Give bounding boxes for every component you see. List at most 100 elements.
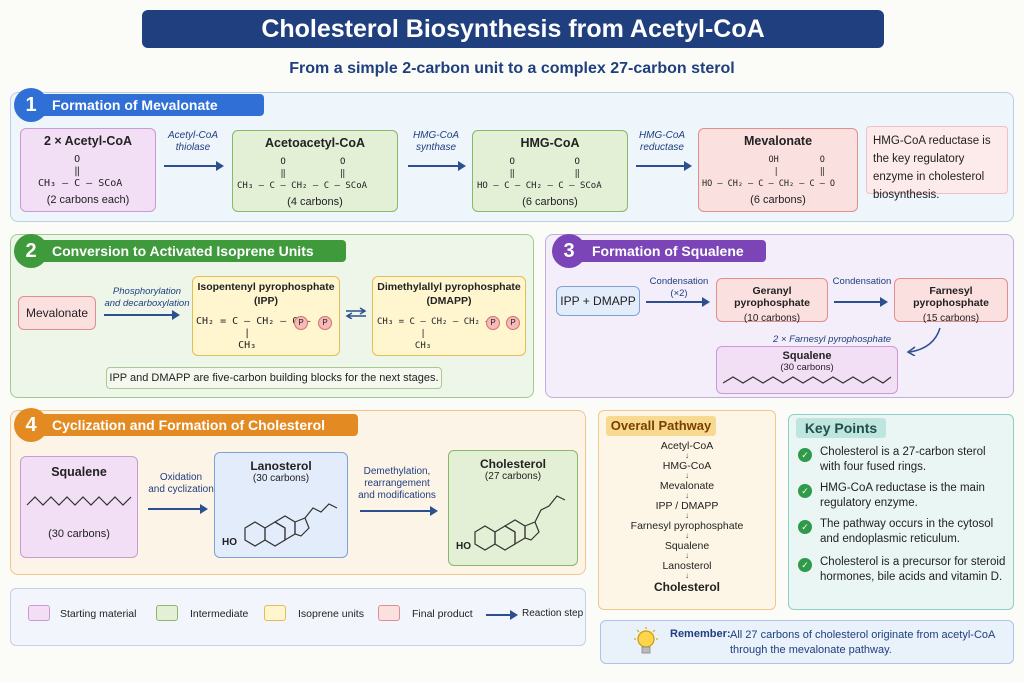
section-4-badge: 4 — [14, 408, 48, 442]
page-title: Cholesterol Biosynthesis from Acetyl-CoA — [142, 10, 884, 48]
legend-swatch-final-product — [378, 605, 400, 621]
hmg-coa-formula: O O ‖ ‖ HO — C — CH₂ — C — SCoA — [477, 157, 602, 191]
lanosterol-carbons: (30 carbons) — [252, 473, 310, 484]
acetyl-coa-box: 2 × Acetyl-CoA O ‖ CH₃ — C — SCoA (2 car… — [20, 128, 156, 212]
cholesterol-structure — [474, 495, 566, 551]
legend-panel — [10, 588, 586, 646]
farnesyl-pp-name: Farnesyl pyrophosphate — [913, 285, 989, 309]
lightbulb-icon — [632, 626, 660, 658]
overall-pathway-title: Overall Pathway — [606, 416, 716, 436]
farnesyl-pp-carbons: (15 carbons) — [922, 313, 980, 324]
acetoacetyl-coa-box: Acetoacetyl-CoA O O ‖ ‖ CH₃ — C — CH₂ — … — [232, 130, 398, 212]
pathway-step: IPP / DMAPP — [655, 500, 719, 512]
ipp-dmapp-box: IPP + DMAPP — [556, 286, 640, 316]
page-subtitle: From a simple 2-carbon unit to a complex… — [289, 60, 735, 77]
ipp-box: Isopentenyl pyrophosphate (IPP) CH₂ = C … — [192, 276, 340, 356]
phosphorylation-label: Phosphorylation and decarboxylation — [104, 286, 190, 309]
mevalonate-box: Mevalonate OH O | ‖ HO — CH₂ — C — CH₂ —… — [698, 128, 858, 212]
phosphate-p: P — [486, 316, 500, 330]
legend-label: Reaction step — [522, 608, 584, 619]
hmg-coa-name: HMG-CoA — [520, 136, 580, 150]
acetoacetyl-coa-carbons: (4 carbons) — [287, 196, 343, 208]
legend-swatch-starting-material — [28, 605, 50, 621]
cholesterol-name: Cholesterol — [479, 457, 546, 471]
section-4-title: Cyclization and Formation of Cholesterol — [30, 414, 358, 436]
section-1-title: Formation of Mevalonate — [30, 94, 264, 116]
pathway-step-final: Cholesterol — [653, 580, 720, 594]
key-points-panel — [788, 414, 1014, 610]
pathway-step: Acetyl-CoA — [660, 440, 714, 452]
squalene-chain-structure — [26, 496, 132, 506]
reaction-arrow — [834, 297, 888, 307]
reaction-arrow — [164, 161, 224, 171]
overall-pathway-steps: Acetyl-CoA ↓ HMG-CoA ↓ Mevalonate ↓ IPP … — [598, 440, 776, 594]
section-3-badge: 3 — [552, 234, 586, 268]
squalene-carbons-s3: (30 carbons) — [780, 362, 834, 373]
reaction-arrow — [636, 161, 692, 171]
down-arrow-icon: ↓ — [685, 511, 689, 520]
acetyl-coa-thiolase-label: Acetyl-CoA thiolase — [167, 130, 218, 153]
reaction-arrow — [408, 161, 466, 171]
down-arrow-icon: ↓ — [685, 471, 689, 480]
section-3-title: Formation of Squalene — [570, 240, 766, 262]
pathway-step: Lanosterol — [662, 560, 712, 572]
curved-arrow-to-squalene — [900, 326, 950, 357]
ipp-name: Isopentenyl pyrophosphate (IPP) — [197, 281, 335, 307]
isoprene-note: IPP and DMAPP are five-carbon building b… — [106, 367, 442, 389]
dmapp-methyl: | CH₃ — [414, 329, 432, 351]
ipp-methyl: | CH₃ — [238, 328, 257, 351]
cholesterol-ho: HO — [456, 541, 471, 552]
hmg-coa-box: HMG-CoA O O ‖ ‖ HO — C — CH₂ — C — SCoA … — [472, 130, 628, 212]
pathway-step: Mevalonate — [659, 480, 715, 492]
lanosterol-structure — [244, 503, 338, 547]
overall-pathway-panel — [598, 410, 776, 610]
farnesyl-pp-box: Farnesyl pyrophosphate (15 carbons) — [894, 278, 1008, 324]
phosphate-p: P — [318, 316, 332, 330]
legend-label: Starting material — [60, 608, 137, 620]
oxidation-cyclization-label: Oxidation and cyclization — [148, 472, 214, 495]
checkmark-icon: ✓ — [798, 484, 812, 498]
key-point: Cholesterol is a precursor for steroid h… — [820, 556, 1006, 583]
reaction-arrow — [646, 297, 710, 307]
lanosterol-name: Lanosterol — [250, 459, 312, 473]
hmg-coa-synthase-label: HMG-CoA synthase — [412, 130, 460, 153]
phosphate-p: P — [294, 316, 308, 330]
acetoacetyl-coa-name: Acetoacetyl-CoA — [264, 136, 366, 150]
down-arrow-icon: ↓ — [685, 531, 689, 540]
acetyl-coa-formula: O ‖ CH₃ — C — SCoA — [38, 154, 123, 189]
dmapp-box: Dimethylallyl pyrophosphate (DMAPP) CH₃ … — [372, 276, 526, 356]
checkmark-icon: ✓ — [798, 558, 812, 572]
key-points-title: Key Points — [796, 418, 886, 438]
pathway-step: Squalene — [664, 540, 710, 552]
mevalonate-name: Mevalonate — [743, 134, 813, 148]
condensation-label: Condensation — [832, 276, 892, 287]
legend-label: Final product — [412, 608, 473, 620]
squalene-chain-structure — [722, 376, 892, 384]
key-point: The pathway occurs in the cytosol and en… — [820, 518, 994, 545]
ipp-formula: CH₂ = C — CH₂ — O — — [196, 316, 311, 327]
section-2-title: Conversion to Activated Isoprene Units — [30, 240, 346, 262]
demethylation-label: Demethylation, rearrangement and modific… — [358, 466, 436, 501]
remember-label: Remember: — [670, 628, 731, 640]
lanosterol-box: Lanosterol (30 carbons) — [214, 452, 348, 558]
remember-panel — [600, 620, 1014, 664]
geranyl-pp-name: Geranyl pyrophosphate — [734, 285, 810, 309]
down-arrow-icon: ↓ — [685, 551, 689, 560]
squalene-name-s3: Squalene — [782, 350, 832, 362]
reaction-arrow — [148, 504, 208, 514]
reaction-arrow — [104, 310, 180, 320]
squalene-box-s3: Squalene (30 carbons) — [716, 346, 898, 394]
remember-text: All 27 carbons of cholesterol originate … — [730, 629, 995, 656]
acetyl-coa-name: 2 × Acetyl-CoA — [43, 134, 133, 148]
pathway-step: Farnesyl pyrophosphate — [630, 520, 744, 532]
squalene-carbons-s4: (30 carbons) — [48, 528, 110, 540]
squalene-box-s4: Squalene (30 carbons) — [20, 456, 138, 558]
acetoacetyl-coa-formula: O O ‖ ‖ CH₃ — C — CH₂ — C — SCoA — [237, 157, 368, 191]
down-arrow-icon: ↓ — [685, 571, 689, 580]
checkmark-icon: ✓ — [798, 448, 812, 462]
hmg-coa-reductase-label: HMG-CoA reductase — [638, 130, 686, 153]
lanosterol-ho: HO — [222, 537, 237, 548]
isomerase-equilibrium-arrows — [344, 306, 368, 320]
two-farnesyl-label: 2 × Farnesyl pyrophosphate — [772, 334, 892, 345]
legend-label: Intermediate — [190, 608, 249, 620]
